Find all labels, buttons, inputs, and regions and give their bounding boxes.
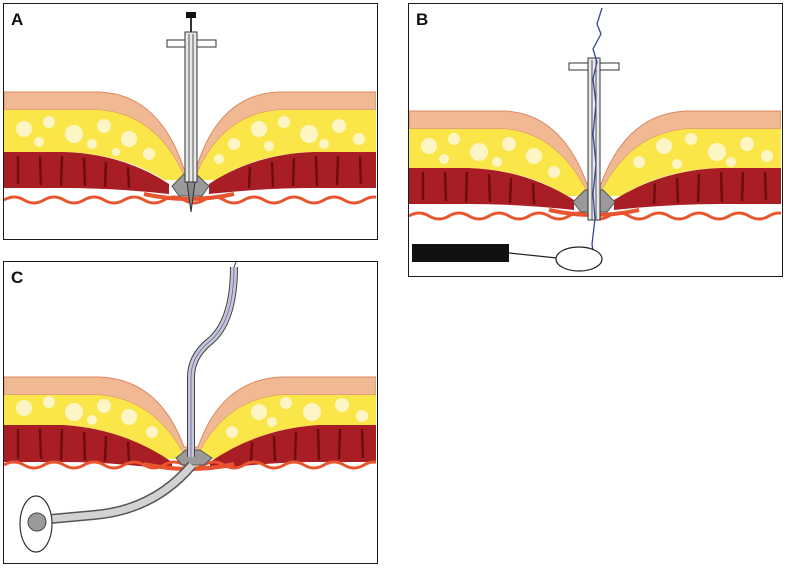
bladder-device (412, 244, 603, 272)
panel-a-label: A (11, 10, 24, 29)
panel-c: C (3, 261, 378, 564)
muscle-fibers (16, 155, 363, 189)
panel-b: B (408, 3, 783, 277)
fat-globules (16, 116, 365, 164)
trocar-instrument (166, 12, 217, 213)
fat-globules (16, 396, 368, 438)
guidewire (591, 7, 603, 267)
muscle-fibers (421, 171, 768, 205)
drain-tube (19, 461, 196, 553)
panel-c-label: C (11, 268, 24, 287)
catheter-tube (187, 262, 238, 457)
panel-b-label: B (416, 10, 429, 29)
fat-globules (421, 133, 773, 178)
panel-a-diagram (4, 12, 376, 213)
abdominal-wall-layers (4, 376, 376, 471)
fascia-plug (175, 449, 213, 466)
panel-b-diagram (409, 7, 781, 272)
panel-c-diagram (4, 262, 376, 553)
muscle-fibers (16, 428, 365, 463)
abdominal-wall-layers (4, 91, 376, 205)
panel-a: A (3, 3, 378, 240)
